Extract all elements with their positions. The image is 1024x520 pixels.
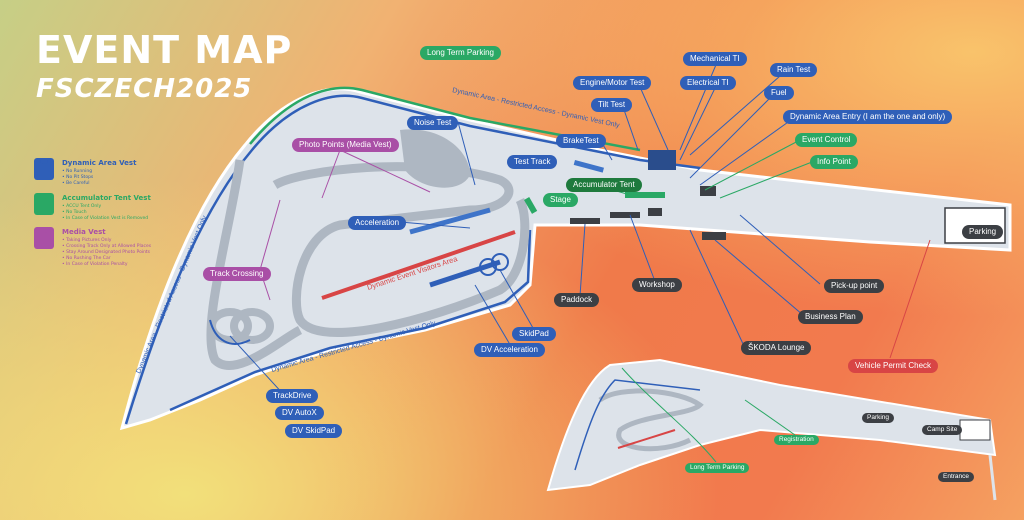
brake-test-strip [573,160,604,173]
legend-rule: • No Pit Stops [62,175,94,180]
dynamic-area-boundary [124,94,701,425]
label-parking[interactable]: Parking [962,225,1004,239]
label-electrical-ti[interactable]: Electrical TI [680,76,736,90]
legend-title: Dynamic Area Vest [62,159,137,167]
label-accumulator-tent[interactable]: Accumulator Tent [566,178,642,192]
inset-label-registration[interactable]: Registration [774,435,819,445]
label-fuel[interactable]: Fuel [764,86,794,100]
vest-icon [34,193,54,215]
legend-rule: • Crossing Track Only at Allowed Places [62,244,152,249]
label-photo-points[interactable]: Photo Points (Media Vest) [292,138,399,152]
legend-rule: • Stay Around Designated Photo Points [62,250,151,255]
label-track-crossing[interactable]: Track Crossing [203,267,271,281]
permit-leader-line [889,239,931,359]
legend-title: Accumulator Tent Vest [62,194,151,202]
inset-boundary [574,379,701,471]
label-trackdrive[interactable]: TrackDrive [266,389,319,403]
event-logo: FSCZECH2025 [36,74,253,104]
label-dv-acceleration[interactable]: DV Acceleration [474,343,545,357]
label-dv-skidpad[interactable]: DV SkidPad [285,424,343,438]
paddock-building-1 [570,218,600,224]
legend-title: Media Vest [62,228,106,236]
vest-icon [34,227,54,249]
legend-rule: • No Touch [62,210,87,215]
label-test-track[interactable]: Test Track [507,155,558,169]
inset-ltp-route [621,367,717,463]
label-workshop[interactable]: Workshop [632,278,682,292]
label-rain-test[interactable]: Rain Test [770,63,818,77]
label-paddock[interactable]: Paddock [554,293,600,307]
legend-rule: • In Case of Violation Vest is Removed [62,216,149,221]
long-term-parking-route [249,86,641,152]
skidpad-circle-right [230,308,274,344]
business-plan-building [702,232,726,240]
workshop-building [648,208,662,216]
stage-building [524,197,538,214]
label-event-control[interactable]: Event Control [795,133,858,147]
accumulator-tent-building [625,192,665,198]
dv-acceleration-lane [429,259,501,288]
label-skidpad[interactable]: SkidPad [512,327,556,341]
label-noise-test[interactable]: Noise Test [407,116,459,130]
legend-rule: • Taking Pictures Only [62,238,112,243]
legend-rule: • No Running [62,169,93,174]
inset-label-camp-site[interactable]: Camp Site [922,425,963,435]
dv-track [209,319,251,345]
outer-track [206,159,303,370]
acceleration-lane [409,207,491,235]
label-vehicle-permit-check[interactable]: Vehicle Permit Check [848,359,939,373]
label-long-term-parking[interactable]: Long Term Parking [420,46,501,60]
mechanical-ti-building [648,150,676,170]
label-mechanical-ti[interactable]: Mechanical TI [683,52,747,66]
label-dv-autox[interactable]: DV AutoX [275,406,324,420]
label-skoda-lounge[interactable]: ŠKODA Lounge [741,341,812,355]
label-stage[interactable]: Stage [543,193,578,207]
legend-rule: • No Rushing The Car [62,256,111,261]
test-track-area [400,129,470,188]
legend-rule: • ACCU Tent Only [62,204,102,209]
legend-rule: • In Case of Violation Penalty [62,262,128,267]
inset-track [598,388,704,452]
event-control-building [700,186,716,196]
label-info-point[interactable]: Info Point [810,155,858,169]
inset-label-parking[interactable]: Parking [862,413,895,423]
vest-icon [34,158,54,180]
visitors-area-line [321,230,516,300]
inset-entrance-road [988,454,997,501]
photo-leader-lines [259,149,431,301]
paddock-building-2 [610,212,640,218]
inset-label-long-term-parking[interactable]: Long Term Parking [685,463,750,473]
label-engine-motor-test[interactable]: Engine/Motor Test [573,76,652,90]
inset-visitors-line [617,429,676,449]
inset-registration-line [744,399,796,436]
inset-parking-lot [959,419,991,441]
label-dynamic-area-entry[interactable]: Dynamic Area Entry (I am the one and onl… [783,110,953,124]
label-acceleration[interactable]: Acceleration [348,216,407,230]
label-business-plan[interactable]: Business Plan [798,310,863,324]
label-brake-test[interactable]: BrakeTest [556,134,606,148]
skidpad-left [479,258,497,276]
label-tilt-test[interactable]: Tilt Test [591,98,633,112]
label-pick-up-point[interactable]: Pick-up point [824,279,885,293]
dynamic-area-boundary-bottom [169,229,532,412]
page-title: EVENT MAP [36,28,293,72]
legend-rule: • Be Careful [62,181,90,186]
inset-label-entrance[interactable]: Entrance [938,472,975,482]
